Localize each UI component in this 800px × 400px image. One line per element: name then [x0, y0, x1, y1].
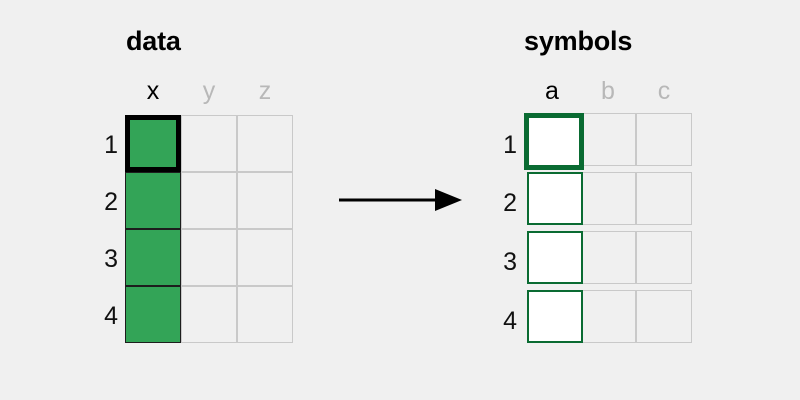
symbols-cell-c-1[interactable] [636, 113, 692, 166]
data-column-header-x: x [146, 77, 160, 105]
symbols-cell-c-2[interactable] [636, 172, 692, 225]
mapping-arrow-icon [339, 189, 462, 211]
data-cell-x-4[interactable] [125, 286, 181, 343]
data-panel-title: data [126, 26, 181, 56]
data-row-label-2: 2 [104, 188, 118, 216]
data-cell-y-4[interactable] [181, 286, 237, 343]
symbols-cell-a-4[interactable] [527, 290, 583, 343]
data-cell-z-4[interactable] [237, 286, 293, 343]
symbols-column-header-a: a [545, 77, 559, 105]
symbols-column-header-b: b [601, 77, 615, 105]
symbols-cell-b-1[interactable] [580, 113, 636, 166]
symbols-cell-b-2[interactable] [580, 172, 636, 225]
data-cell-x-3[interactable] [125, 229, 181, 286]
symbols-cell-a-1-selected[interactable] [524, 113, 584, 170]
symbols-column-header-c: c [657, 77, 671, 105]
data-cell-y-1[interactable] [181, 115, 237, 172]
symbols-row-label-3: 3 [503, 248, 517, 276]
symbols-cell-a-3[interactable] [527, 231, 583, 284]
symbols-row-label-2: 2 [503, 189, 517, 217]
data-cell-x-1-selected[interactable] [125, 115, 181, 172]
symbols-row-label-4: 4 [503, 307, 517, 335]
data-row-label-4: 4 [104, 302, 118, 330]
data-column-header-y: y [202, 77, 216, 105]
data-row-label-1: 1 [104, 131, 118, 159]
data-column-header-z: z [258, 77, 272, 105]
symbols-cell-a-2[interactable] [527, 172, 583, 225]
data-cell-x-2[interactable] [125, 172, 181, 229]
data-cell-z-1[interactable] [237, 115, 293, 172]
symbols-cell-c-4[interactable] [636, 290, 692, 343]
symbols-row-label-1: 1 [503, 131, 517, 159]
data-cell-z-2[interactable] [237, 172, 293, 229]
data-cell-y-3[interactable] [181, 229, 237, 286]
symbols-panel-title: symbols [524, 26, 633, 56]
symbols-cell-b-4[interactable] [580, 290, 636, 343]
symbols-cell-c-3[interactable] [636, 231, 692, 284]
data-cell-y-2[interactable] [181, 172, 237, 229]
data-cell-z-3[interactable] [237, 229, 293, 286]
symbols-cell-b-3[interactable] [580, 231, 636, 284]
data-row-label-3: 3 [104, 245, 118, 273]
